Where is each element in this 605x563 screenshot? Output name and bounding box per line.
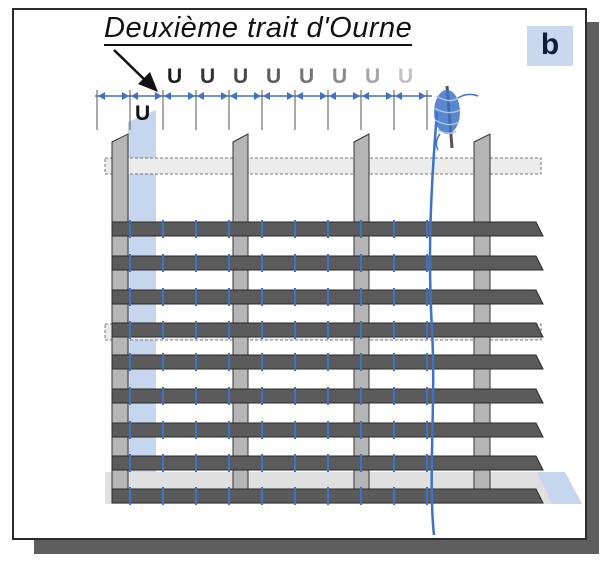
measurement-arrowhead (395, 92, 402, 100)
measurement-arrowhead (254, 92, 261, 100)
post-2 (232, 133, 249, 501)
post-1 (111, 133, 129, 501)
measurement-line (95, 90, 432, 130)
measurement-arrowhead (164, 92, 171, 100)
measurement-arrowhead (296, 92, 303, 100)
measurement-arrowhead (197, 92, 204, 100)
measurement-arrowhead (386, 92, 393, 100)
lead-letter: U (135, 102, 150, 125)
pointer-arrow (113, 49, 158, 92)
measurement-arrowhead (320, 92, 327, 100)
measurement-arrowhead (131, 92, 138, 100)
highlight-column (128, 110, 156, 500)
letter-u: U (167, 65, 182, 88)
panel-label: b (527, 26, 573, 66)
letter-u: U (332, 65, 347, 88)
post-4 (473, 133, 491, 501)
thread-bobbin (433, 85, 479, 151)
letter-u: U (233, 65, 248, 88)
bottom-strip-tip (537, 472, 582, 504)
measurement-arrowhead (122, 92, 129, 100)
letter-u: U (266, 65, 281, 88)
measurement-arrowhead (353, 92, 360, 100)
post-3 (353, 133, 370, 501)
measurement-arrowhead (221, 92, 228, 100)
measurement-arrowhead (287, 92, 294, 100)
letter-u: U (365, 65, 380, 88)
measurement-arrowhead (362, 92, 369, 100)
measurement-arrowhead (98, 92, 105, 100)
figure-title: Deuxième trait d'Ourne (104, 12, 413, 46)
measurement-arrowhead (155, 92, 162, 100)
letter-u: U (200, 65, 215, 88)
measurement-arrowhead (188, 92, 195, 100)
hanging-thread (428, 111, 439, 536)
thread-ticks (129, 220, 428, 505)
measurement-arrowhead (419, 92, 426, 100)
measurement-arrowhead (263, 92, 270, 100)
letter-u: U (299, 65, 314, 88)
measurement-arrowhead (230, 92, 237, 100)
measurement-arrowhead (329, 92, 336, 100)
letter-u: U (398, 65, 413, 88)
